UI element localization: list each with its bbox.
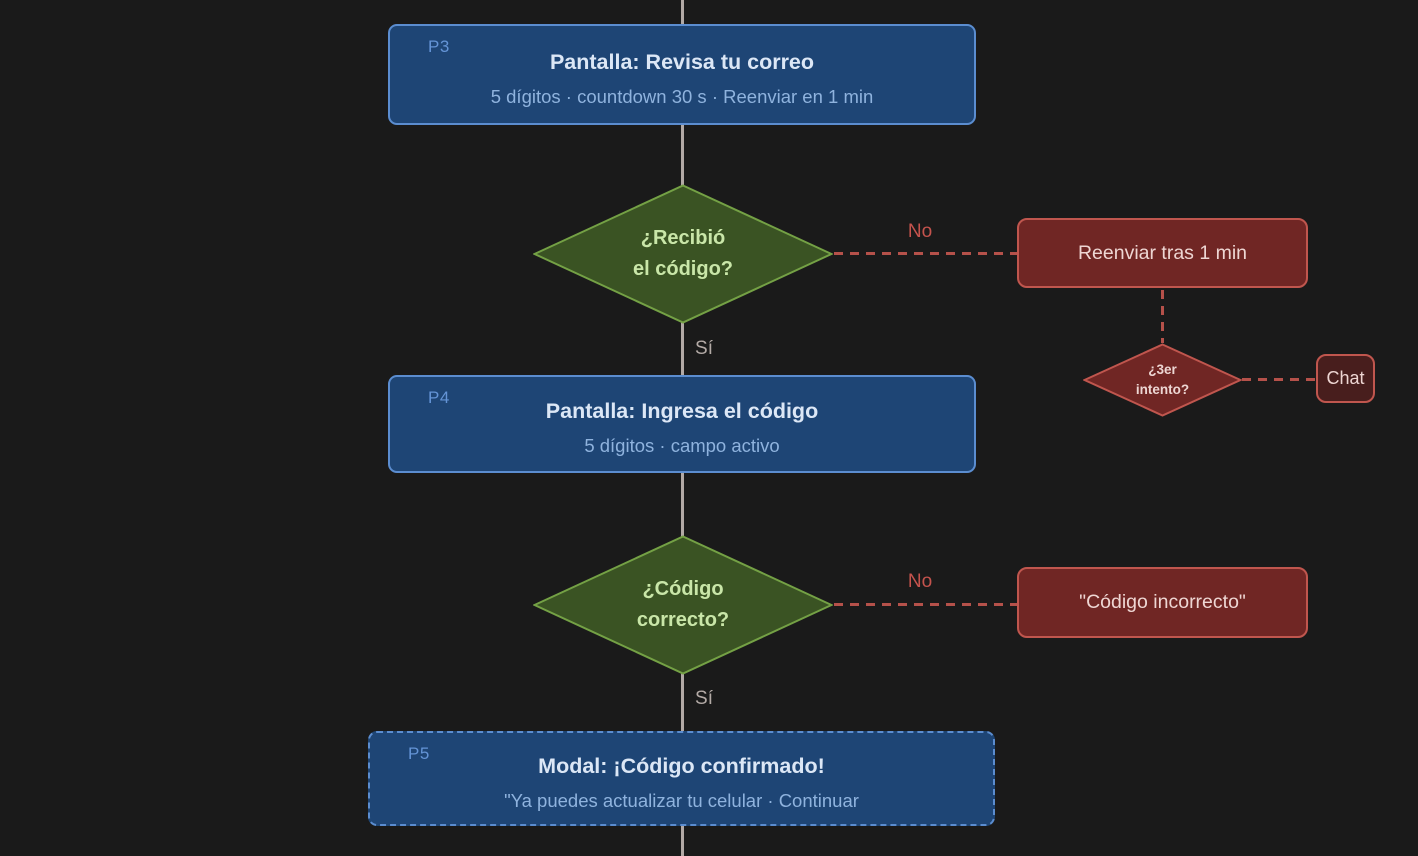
edge-label-no-recibio: No <box>907 221 933 242</box>
edge-3er-intento-to-chat-line <box>1242 378 1316 381</box>
node-p4-ingresa-codigo[interactable]: P4 Pantalla: Ingresa el código 5 dígitos… <box>388 375 976 473</box>
edge-label-si-correcto: Sí <box>695 688 713 709</box>
node-p5-title: Modal: ¡Código confirmado! <box>538 753 825 778</box>
node-chat-label: Chat <box>1326 368 1365 388</box>
node-codigo-incorrecto-label: "Código incorrecto" <box>1079 591 1246 613</box>
node-reenviar-tras-1-min[interactable]: Reenviar tras 1 min <box>1017 218 1308 288</box>
edge-label-no-correcto: No <box>907 571 933 592</box>
decision-3er-intento[interactable]: ¿3er intento? <box>1083 343 1242 417</box>
node-p3-title: Pantalla: Revisa tu correo <box>549 49 815 74</box>
decision-3er-intento-label: ¿3er intento? <box>1135 361 1190 397</box>
decision-codigo-correcto-label: ¿Código correcto? <box>636 578 730 631</box>
node-reenviar-label: Reenviar tras 1 min <box>1077 241 1248 264</box>
diamond-shape <box>533 535 833 675</box>
node-chat[interactable]: Chat <box>1316 354 1375 403</box>
node-codigo-incorrecto[interactable]: "Código incorrecto" <box>1017 567 1308 638</box>
diamond-shape <box>1083 343 1242 417</box>
node-p3-revisa-correo[interactable]: P3 Pantalla: Revisa tu correo 5 dígitos … <box>388 24 976 125</box>
edge-no-correcto-line <box>834 603 1017 606</box>
decision-codigo-correcto[interactable]: ¿Código correcto? <box>533 535 833 675</box>
diamond-shape <box>533 184 833 324</box>
node-p3-subtitle: 5 dígitos · countdown 30 s · Reenviar en… <box>490 85 874 107</box>
node-p3-id-badge: P3 <box>428 37 450 56</box>
node-p4-id-badge: P4 <box>428 388 450 407</box>
node-p5-subtitle: "Ya puedes actualizar tu celular · Conti… <box>504 789 859 811</box>
node-p5-id-badge: P5 <box>408 744 430 763</box>
edge-label-si-recibio: Sí <box>695 338 713 359</box>
edge-no-recibio-line <box>834 252 1017 255</box>
decision-recibio-codigo[interactable]: ¿Recibió el código? <box>533 184 833 324</box>
node-p4-title: Pantalla: Ingresa el código <box>545 399 819 423</box>
node-p5-codigo-confirmado[interactable]: P5 Modal: ¡Código confirmado! "Ya puedes… <box>368 731 995 826</box>
decision-recibio-codigo-label: ¿Recibió el código? <box>633 227 733 280</box>
node-p4-subtitle: 5 dígitos · campo activo <box>584 435 780 456</box>
edge-reenviar-to-3er-intento-line <box>1161 290 1164 343</box>
